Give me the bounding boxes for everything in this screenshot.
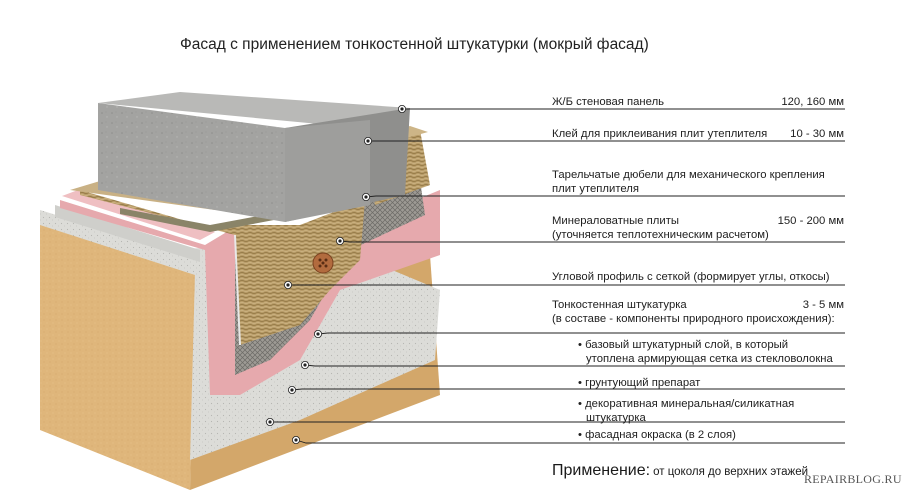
layer-label-plaster: Тонкостенная штукатурка: [552, 299, 687, 311]
leader-dowels-dot-center: [364, 195, 368, 199]
application-note: Применение:от цоколя до верхних этажей: [552, 462, 808, 480]
layer-label-profile: Угловой профиль с сеткой (формирует углы…: [552, 271, 830, 283]
leader-plaster-dot-center: [316, 332, 320, 336]
concrete-left-face: [98, 103, 285, 222]
concrete-top: [98, 92, 410, 126]
leader-paint: [295, 439, 845, 444]
leader-decorative-dot-center: [268, 420, 272, 424]
plaster-left: [55, 205, 200, 262]
layer-value-wool: 150 - 200 мм: [777, 215, 844, 227]
leader-profile-dot-center: [286, 283, 290, 287]
layer-label-dowels: Тарельчатые дюбели для механического кре…: [552, 169, 825, 181]
sublayer-label-base-2: утоплена армирующая сетка из стекловолок…: [586, 353, 833, 365]
sublayer-label-decorative-2: штукатурка: [586, 412, 646, 424]
sublayer-label-paint: • фасадная окраска (в 2 слоя): [578, 429, 736, 441]
layer-value-adhesive: 10 - 30 мм: [790, 128, 844, 140]
wool-front: [80, 190, 365, 345]
leader-paint-dot-center: [294, 438, 298, 442]
layer-label-adhesive: Клей для приклеивания плит утеплителя: [552, 128, 768, 140]
adhesive-strip: [120, 195, 370, 232]
leader-adhesive-dot-center: [366, 139, 370, 143]
leader-wool-dot-center: [338, 239, 342, 243]
concrete-front-panel: [285, 120, 370, 222]
angle-profile: [234, 234, 241, 346]
layer-label-wool: Минераловатные плиты: [552, 215, 679, 227]
application-heading: Применение:: [552, 462, 651, 479]
leader-concrete-dot-center: [400, 107, 404, 111]
leader-primer-dot-center: [290, 388, 294, 392]
layer-label-concrete: Ж/Б стеновая панель: [552, 96, 665, 108]
paint-front-face: [40, 220, 195, 490]
layer-value-concrete: 120, 160 мм: [781, 96, 844, 108]
sublayer-label-primer: • грунтующий препарат: [578, 377, 701, 389]
layer-label-plaster-2: (в составе - компоненты природного проис…: [552, 313, 835, 325]
leader-base-dot-center: [303, 363, 307, 367]
watermark: REPAIRBLOG.RU: [804, 472, 902, 486]
layer-label-wool-2: (уточняется теплотехническим расчетом): [552, 229, 769, 241]
layer-label-dowels-2: плит утеплителя: [552, 183, 639, 195]
sublayer-label-decorative: • декоративная минеральная/силикатная: [578, 398, 795, 410]
application-text: от цоколя до верхних этажей: [653, 466, 809, 478]
layer-value-plaster: 3 - 5 мм: [802, 299, 844, 311]
diagram-title: Фасад с применением тонкостенной штукату…: [180, 36, 649, 53]
sublayer-label-base: • базовый штукатурный слой, в который: [578, 339, 789, 351]
